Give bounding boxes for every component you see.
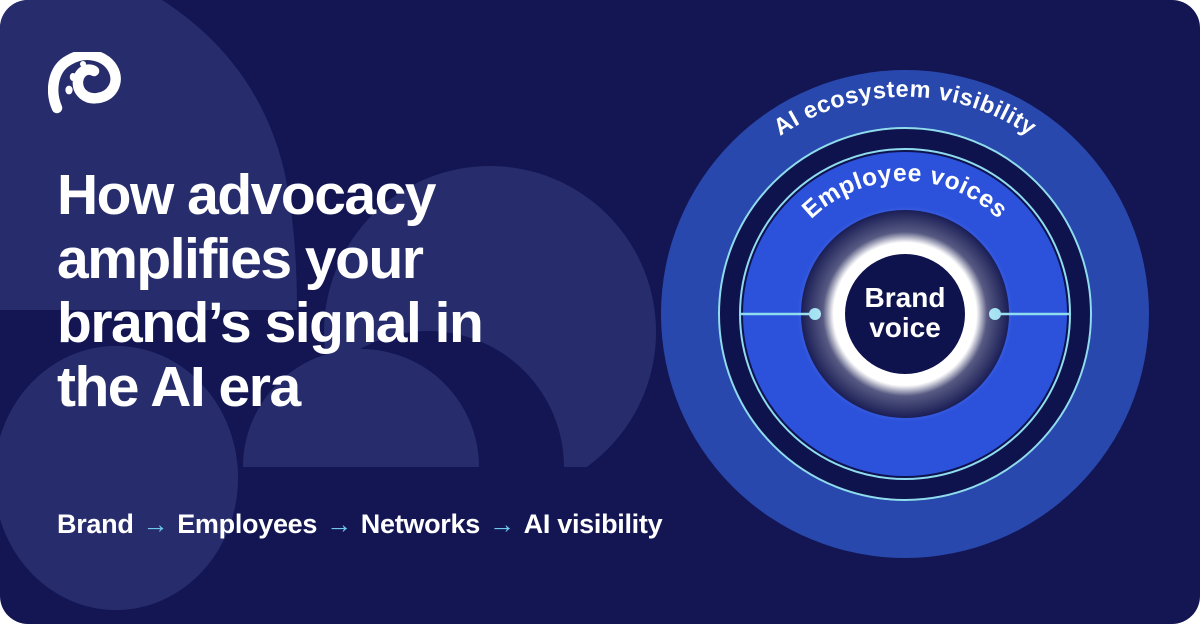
ring-border-outer	[718, 127, 1092, 501]
center-label-line1: Brand	[865, 282, 946, 313]
center-label-line2: voice	[869, 312, 941, 343]
flow-word: Brand	[57, 509, 134, 539]
page-title: How advocacy amplifies your brand’s sign…	[57, 163, 597, 419]
flow-arrow-icon: →	[326, 509, 352, 539]
flow-word: Networks	[360, 509, 480, 539]
flow-word: AI visibility	[523, 509, 663, 539]
flow-word: Employees	[177, 509, 318, 539]
center-circle	[845, 254, 965, 374]
background-lower-dome	[243, 349, 479, 467]
spiral-logo-icon	[48, 52, 121, 114]
flow-arrow-icon: →	[142, 509, 169, 539]
flow-arrow-icon: →	[488, 509, 515, 539]
ring-border-inner	[739, 148, 1071, 480]
background-bottom-ellipse	[0, 346, 238, 610]
page-title-line: brand’s signal in	[57, 291, 484, 355]
background-dome-cut	[285, 467, 665, 527]
page-title-line: How advocacy	[57, 163, 437, 227]
page-title-line: amplifies your	[57, 227, 424, 291]
flow-text: Brand → Employees → Networks → AI visibility	[57, 509, 757, 540]
page-title-line: the AI era	[57, 355, 301, 419]
